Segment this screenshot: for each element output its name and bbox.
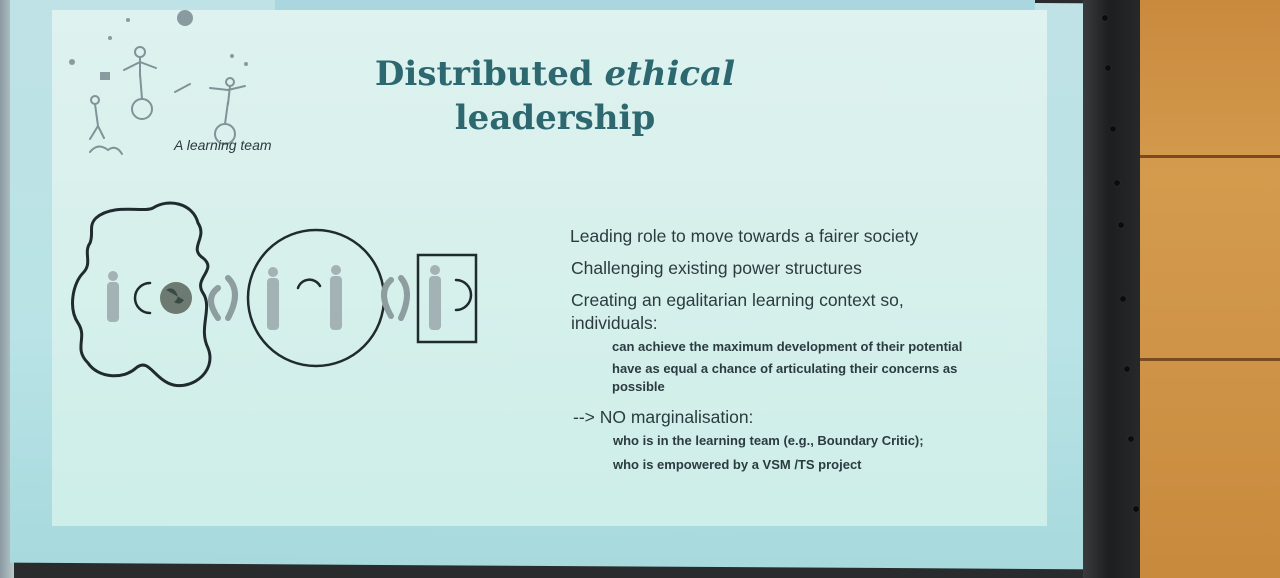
sub-bullet-2-cont: possible xyxy=(612,379,665,394)
person-icon xyxy=(107,265,441,330)
sub-bullet-1: can achieve the maximum development of t… xyxy=(612,339,963,354)
title-text-italic: ethical xyxy=(604,54,736,94)
frame-rivet xyxy=(1105,65,1111,71)
cloud-shape xyxy=(71,201,212,388)
juggling-figures-icon xyxy=(69,10,248,155)
frame-rivet xyxy=(1118,222,1124,228)
sub-bullet-4: who is empowered by a VSM /TS project xyxy=(613,457,862,472)
bullet-3: Creating an egalitarian learning context… xyxy=(571,290,904,310)
wood-seam xyxy=(1140,358,1280,361)
cycle-arrow-icon xyxy=(133,278,473,315)
sub-bullet-3: who is in the learning team (e.g., Bound… xyxy=(613,433,924,448)
title-text-1: Distributed xyxy=(374,54,605,94)
screen-frame xyxy=(1083,0,1149,578)
frame-rivet xyxy=(1128,436,1134,442)
frame-rivet xyxy=(1110,126,1116,132)
small-box xyxy=(416,253,478,344)
title-text-2: leadership xyxy=(454,98,656,138)
frame-rivet xyxy=(1120,296,1126,302)
frame-rivet xyxy=(1133,506,1139,512)
sub-bullet-2: have as equal a chance of articulating t… xyxy=(612,361,958,376)
screen-top-band xyxy=(275,0,1035,10)
image-caption: A learning team xyxy=(174,137,272,153)
wood-seam xyxy=(1140,155,1280,158)
frame-rivet xyxy=(1102,15,1108,21)
bullet-2: Challenging existing power structures xyxy=(571,258,862,278)
bullet-1: Leading role to move towards a fairer so… xyxy=(570,226,919,246)
learning-team-diagram xyxy=(71,201,478,388)
wood-wall xyxy=(1140,0,1280,578)
frame-rivet xyxy=(1114,180,1120,186)
slide-title: Distributed ethical leadership xyxy=(345,52,765,140)
slide xyxy=(52,10,1047,526)
frame-rivet xyxy=(1124,366,1130,372)
bullet-3-cont: individuals: xyxy=(571,313,658,333)
link-arrows xyxy=(208,275,410,321)
arrow-item: --> NO marginalisation: xyxy=(573,407,754,427)
globe-icon xyxy=(160,282,192,314)
